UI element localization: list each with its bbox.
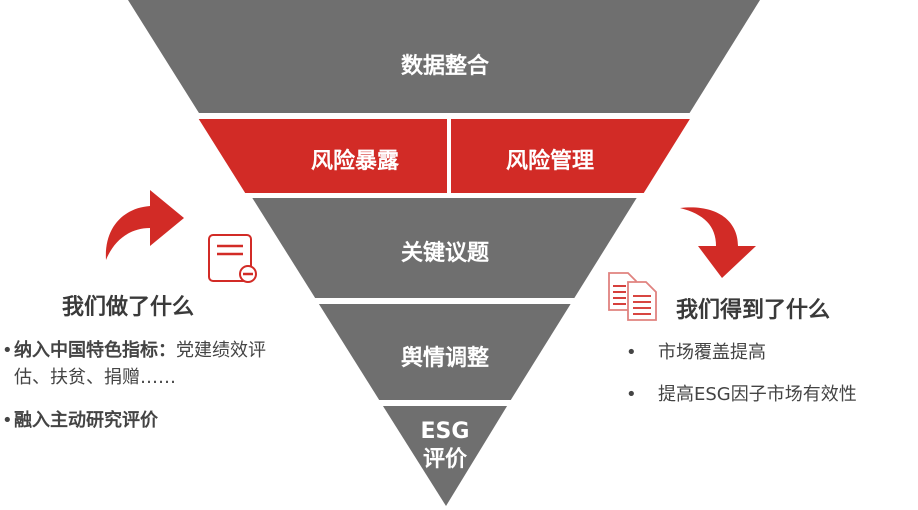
level-4-segment (318, 304, 571, 400)
level-2-left-segment (198, 119, 447, 193)
right-item-2: 提高ESG因子市场有效性 (658, 384, 857, 405)
level-sentiment-adjustment: 舆情调整 (400, 346, 489, 371)
left-item-1-bold: 纳入中国特色指标： (14, 340, 176, 361)
right-item-1: 市场覆盖提高 (658, 342, 766, 363)
level-5-segment (382, 406, 508, 506)
curved-arrow-down-icon (680, 207, 756, 278)
document-minus-icon (208, 234, 257, 283)
level-key-issues: 关键议题 (400, 241, 489, 266)
level-risk-exposure: 风险暴露 (310, 149, 399, 174)
left-title: 我们做了什么 (62, 295, 195, 320)
level-2-right-segment (451, 119, 690, 193)
bullet-dot: • (626, 342, 637, 363)
level-esg-rating: ESG 评价 (395, 418, 495, 474)
level-1-segment (128, 0, 760, 113)
left-item-2: 融入主动研究评价 (14, 407, 158, 434)
level-data-integration: 数据整合 (400, 54, 489, 79)
esg-line-1: ESG (420, 419, 470, 444)
bullet-dot: • (626, 384, 637, 405)
level-3-segment (252, 198, 637, 298)
level-risk-management: 风险管理 (505, 149, 594, 174)
documents-icon (608, 272, 657, 321)
left-item-1: 纳入中国特色指标：党建绩效评估、扶贫、捐赠…… (14, 337, 284, 391)
bullet-dot: • (2, 410, 13, 431)
curved-arrow-right-icon (105, 190, 184, 260)
right-title: 我们得到了什么 (676, 298, 831, 323)
bullet-dot: • (2, 340, 13, 361)
esg-line-2: 评价 (422, 447, 467, 472)
left-item-1-text: 党建绩效评估、扶贫、捐赠…… (14, 340, 266, 388)
left-item-2-bold: 融入主动研究评价 (14, 410, 158, 431)
